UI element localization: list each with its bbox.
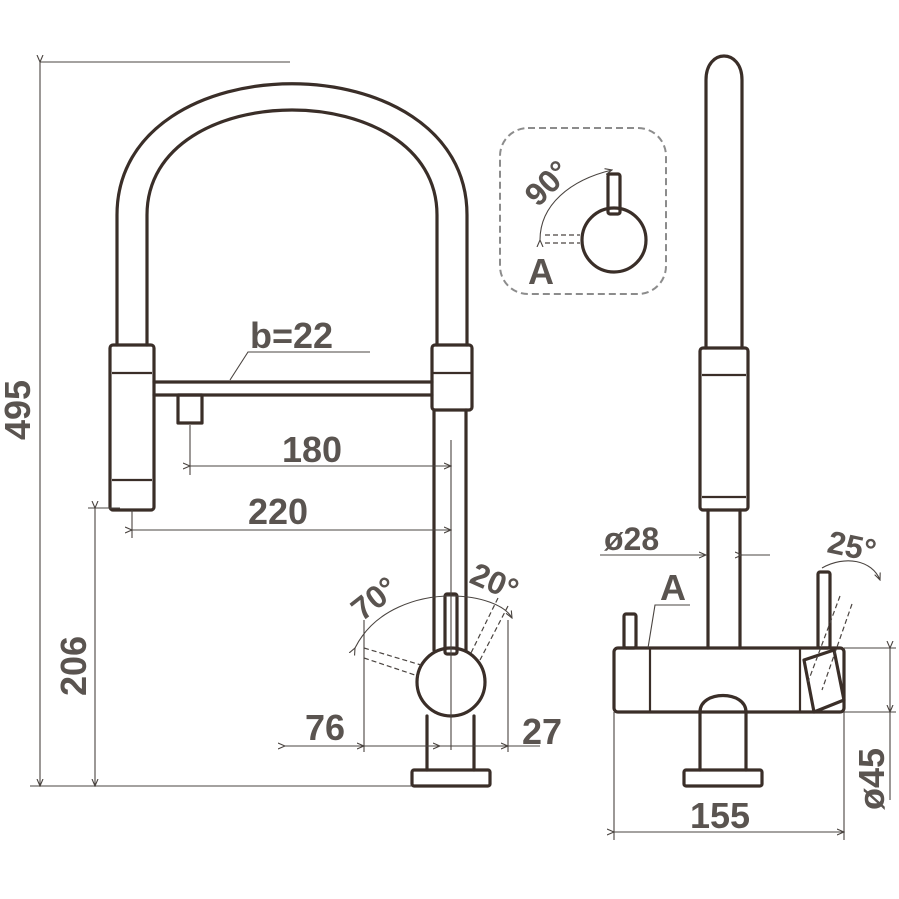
side-body [706, 508, 742, 650]
filter-arc-25 [821, 560, 880, 580]
spout-arc-outer [115, 82, 469, 347]
spring-bar [152, 380, 434, 397]
label-view-marker: A [660, 567, 686, 608]
detail-a-box [499, 127, 667, 295]
spout-holder [430, 343, 474, 412]
side-housing [612, 646, 846, 714]
side-column [698, 710, 748, 772]
detail-arc-90 [540, 170, 612, 240]
label-detail-marker: A [528, 251, 554, 292]
spout-arc-inner [145, 108, 439, 347]
label-offset-27: 27 [522, 711, 562, 752]
spray-head [108, 343, 156, 512]
faucet-base [410, 768, 492, 788]
label-diameter-body: ø28 [604, 521, 659, 557]
handle-position-70 [363, 647, 422, 677]
label-filter-angle: 25° [825, 524, 880, 569]
side-view [612, 54, 853, 788]
label-base-width: 155 [690, 795, 750, 836]
view-a-leader [647, 604, 690, 649]
spring-leader [229, 351, 370, 381]
front-dimensions [30, 62, 540, 786]
spray-nozzle [176, 393, 204, 425]
side-filter-valve [802, 648, 846, 714]
label-spring: b=22 [250, 315, 333, 356]
label-reach-220: 220 [248, 491, 308, 532]
label-reach-180: 180 [282, 429, 342, 470]
detail-knob [580, 206, 648, 274]
filter-position-25 [807, 595, 853, 691]
label-height-spout: 206 [53, 636, 94, 696]
side-filter-lever [816, 570, 832, 650]
label-height-total: 495 [0, 380, 38, 440]
side-holder [698, 346, 750, 512]
label-offset-76: 76 [305, 707, 345, 748]
label-angle-20: 20° [465, 556, 524, 609]
angle-arc-70 [355, 595, 452, 648]
angle-arc-20 [450, 595, 512, 618]
label-diameter-base: ø45 [851, 748, 892, 810]
label-detail-angle: 90° [517, 153, 577, 213]
side-left-lever [622, 612, 638, 650]
side-spout [704, 54, 744, 350]
handle-position-20 [469, 597, 509, 661]
side-base [682, 768, 764, 788]
side-dimensions [600, 555, 896, 840]
label-angle-70: 70° [344, 569, 404, 627]
